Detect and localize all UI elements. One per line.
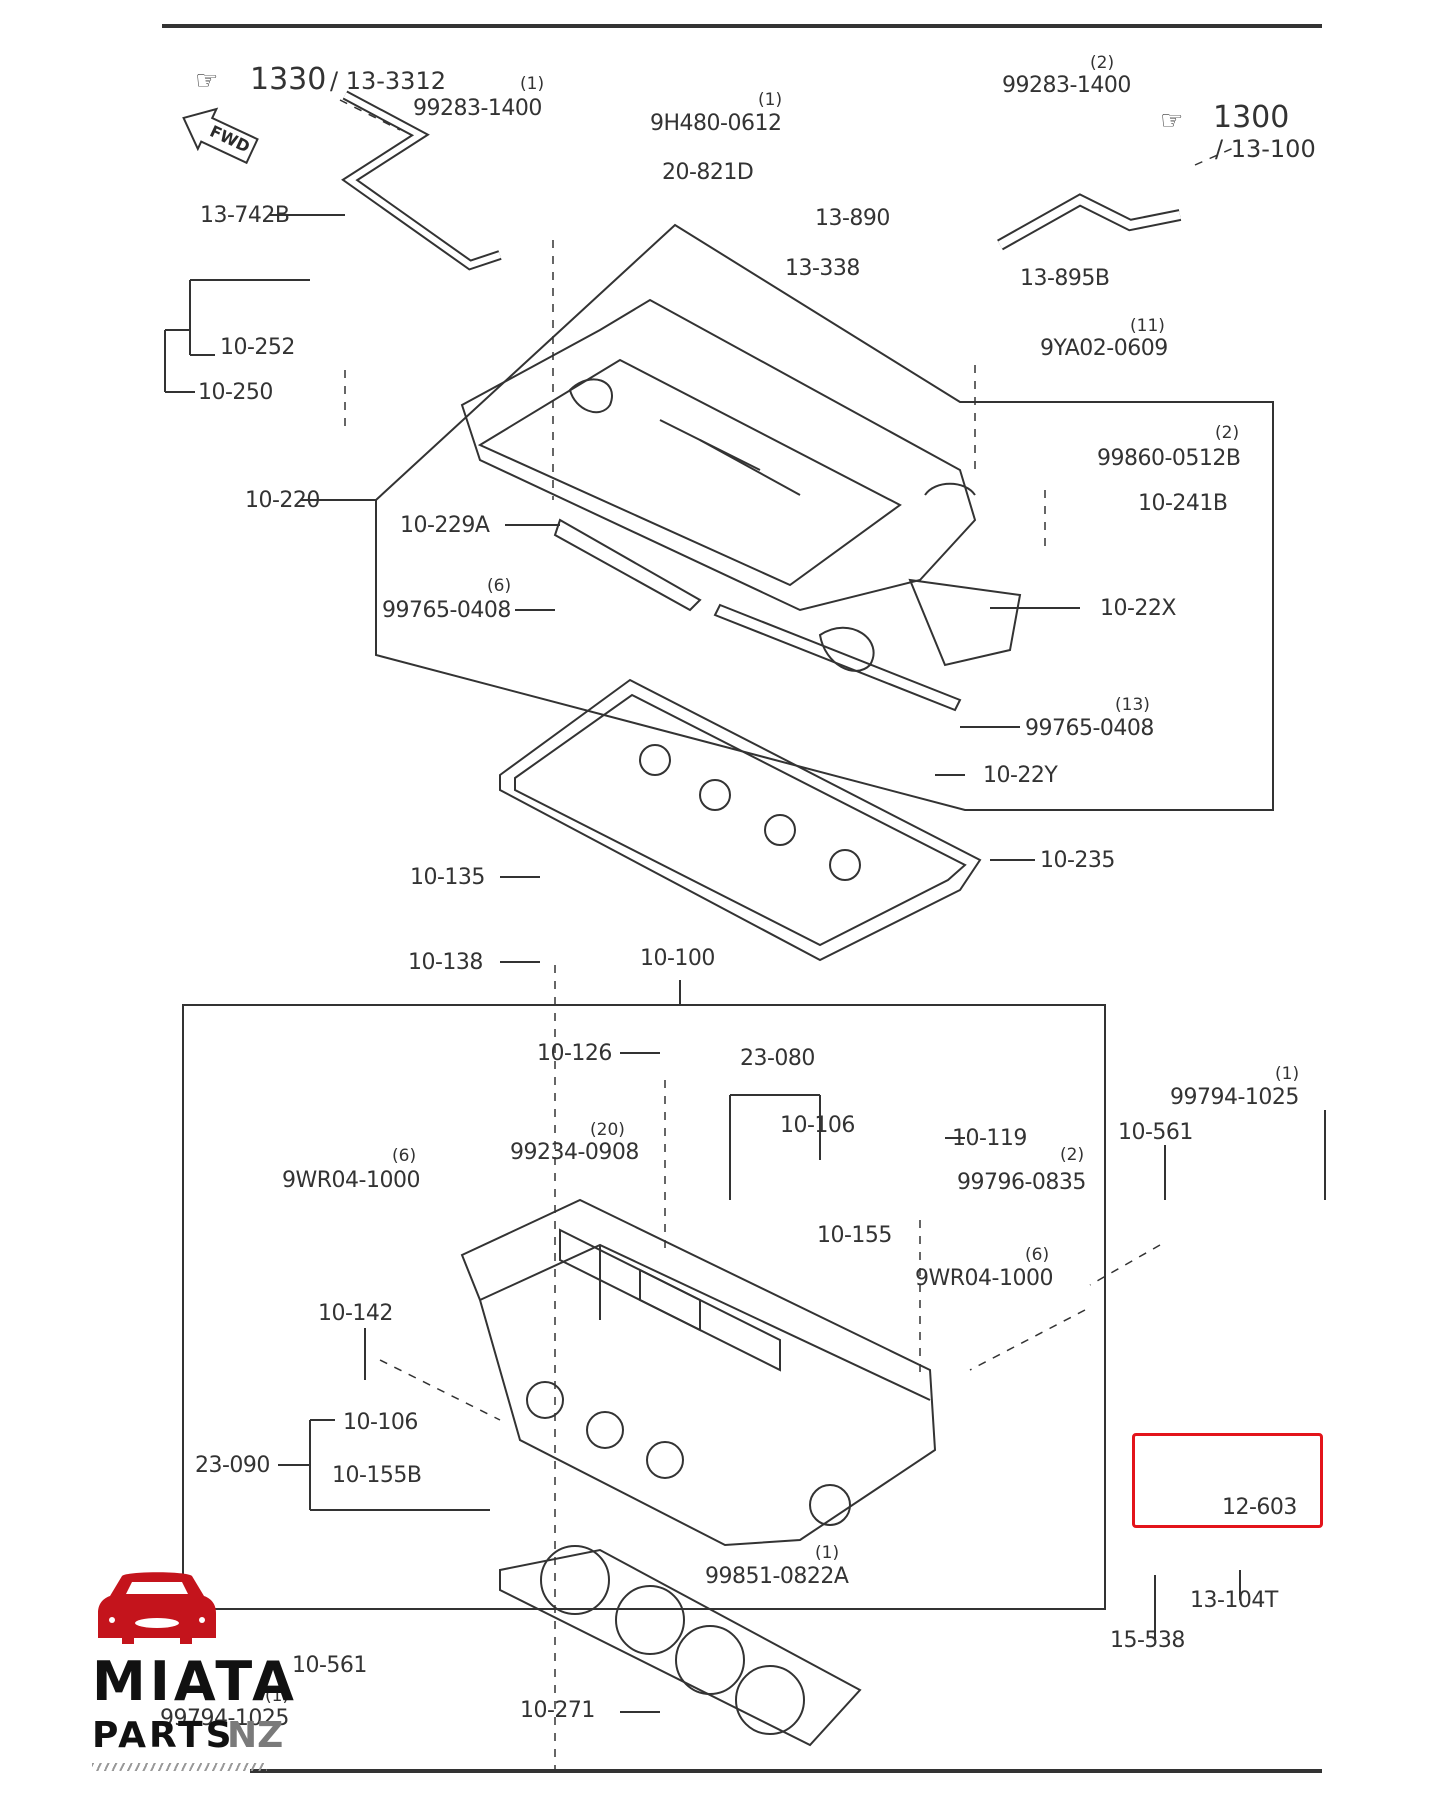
part-label-99851-0822A[interactable]: 99851-0822A: [705, 1564, 849, 1589]
part-label-10-252[interactable]: 10-252: [220, 335, 295, 360]
part-label-10-155[interactable]: 10-155: [817, 1223, 892, 1248]
cover-assembly-outline: [375, 223, 1274, 811]
part-label-10-271[interactable]: 10-271: [520, 1698, 595, 1723]
part-label-99283-1400[interactable]: 99283-1400: [413, 96, 542, 121]
logo-text-parts: PARTS: [92, 1715, 235, 1756]
part-label-10-561-b[interactable]: 10-561: [292, 1653, 367, 1678]
qty-99765-0408-b: (13): [1115, 695, 1150, 715]
qty-99234-0908: (20): [590, 1120, 625, 1140]
part-label-10-220[interactable]: 10-220: [245, 488, 320, 513]
part-label-15-538[interactable]: 15-538: [1110, 1628, 1185, 1653]
part-label-13-895B[interactable]: 13-895B: [1020, 266, 1110, 291]
part-label-9YA02-0609[interactable]: 9YA02-0609: [1040, 336, 1168, 361]
part-label-10-100[interactable]: 10-100: [640, 946, 715, 971]
qty-9YA02-0609: (11): [1130, 316, 1165, 336]
part-label-10-22X[interactable]: 10-22X: [1100, 596, 1177, 621]
part-label-10-106-b[interactable]: 10-106: [343, 1410, 418, 1435]
qty-9H480-0612: (1): [758, 90, 783, 110]
pointing-hand-icon: ☞: [1160, 106, 1184, 136]
qty-99796-0835: (2): [1060, 1145, 1085, 1165]
miata-parts-nz-logo: MIATA PARTS NZ: [92, 1560, 294, 1800]
part-label-99234-0908[interactable]: 99234-0908: [510, 1140, 639, 1165]
part-label-13-104T[interactable]: 13-104T: [1190, 1588, 1278, 1613]
part-label-10-250[interactable]: 10-250: [198, 380, 273, 405]
qty-99860-0512B: (2): [1215, 423, 1240, 443]
part-label-12-603[interactable]: 12-603: [1222, 1495, 1297, 1520]
fwd-arrow-icon: FWD: [172, 95, 265, 172]
part-label-10-106[interactable]: 10-106: [780, 1113, 855, 1138]
pointing-hand-icon: ☞: [195, 66, 219, 96]
qty-9WR04-1000-a: (6): [392, 1146, 417, 1166]
part-label-99796-0835[interactable]: 99796-0835: [957, 1170, 1086, 1195]
head-assembly-outline: [182, 1004, 1106, 1610]
part-label-99794-1025[interactable]: 99794-1025: [1170, 1085, 1299, 1110]
part-label-10-561[interactable]: 10-561: [1118, 1120, 1193, 1145]
part-label-13-890[interactable]: 13-890: [815, 206, 890, 231]
qty-9WR04-1000-b: (6): [1025, 1245, 1050, 1265]
head-cover-gasket: [499, 678, 982, 962]
part-label-20-821D[interactable]: 20-821D: [662, 160, 754, 185]
part-label-10-235[interactable]: 10-235: [1040, 848, 1115, 873]
qty-99283-1400-b: (2): [1090, 53, 1115, 73]
cylinder-head-cover: [460, 298, 977, 612]
part-label-9WR04-1000[interactable]: 9WR04-1000: [282, 1168, 420, 1193]
part-label-10-155B[interactable]: 10-155B: [332, 1463, 422, 1488]
part-label-10-142[interactable]: 10-142: [318, 1301, 393, 1326]
hose-13-895B-inner: [998, 195, 1181, 249]
part-label-99765-0408[interactable]: 99765-0408: [382, 598, 511, 623]
reference-1330[interactable]: 1330: [250, 62, 327, 97]
highlight-box: [1132, 1433, 1323, 1528]
qty-99794-1025-b: (1): [265, 1686, 290, 1706]
car-front-icon: [98, 1572, 216, 1644]
hose-13-742B-inner: [343, 92, 501, 269]
part-label-23-080[interactable]: 23-080: [740, 1046, 815, 1071]
part-label-10-119[interactable]: 10-119: [952, 1126, 1027, 1151]
part-label-99283-1400-b[interactable]: 99283-1400: [1002, 73, 1131, 98]
qty-99794-1025-a: (1): [1275, 1064, 1300, 1084]
part-label-9H480-0612[interactable]: 9H480-0612: [650, 111, 782, 136]
reference-13-3312[interactable]: / 13-3312: [330, 67, 446, 95]
qty-99851-0822A: (1): [815, 1543, 840, 1563]
part-label-13-338[interactable]: 13-338: [785, 256, 860, 281]
part-label-13-742B[interactable]: 13-742B: [200, 203, 290, 228]
cover-gaskets: [553, 518, 1022, 712]
cylinder-head: [460, 1198, 937, 1547]
logo-text-nz: NZ: [227, 1715, 284, 1756]
part-label-99860-0512B[interactable]: 99860-0512B: [1097, 446, 1241, 471]
part-label-10-126[interactable]: 10-126: [537, 1041, 612, 1066]
reference-1300[interactable]: 1300: [1213, 100, 1290, 135]
part-label-10-241B[interactable]: 10-241B: [1138, 491, 1228, 516]
part-label-99765-0408-b[interactable]: 99765-0408: [1025, 716, 1154, 741]
part-label-10-138[interactable]: 10-138: [408, 950, 483, 975]
part-label-10-22Y[interactable]: 10-22Y: [983, 763, 1058, 788]
part-label-99794-1025-b[interactable]: 99794-1025: [160, 1706, 289, 1731]
reference-13-100[interactable]: / 13-100: [1215, 135, 1316, 163]
part-label-10-135[interactable]: 10-135: [410, 865, 485, 890]
part-label-9WR04-1000-b[interactable]: 9WR04-1000: [915, 1266, 1053, 1291]
head-gasket: [499, 1545, 862, 1747]
part-label-23-090[interactable]: 23-090: [195, 1453, 270, 1478]
logo-hatch: [92, 1763, 267, 1771]
qty-99283-1400-a: (1): [520, 74, 545, 94]
part-label-10-229A[interactable]: 10-229A: [400, 513, 490, 538]
logo-text-miata: MIATA: [92, 1650, 298, 1713]
qty-99765-0408-a: (6): [487, 576, 512, 596]
